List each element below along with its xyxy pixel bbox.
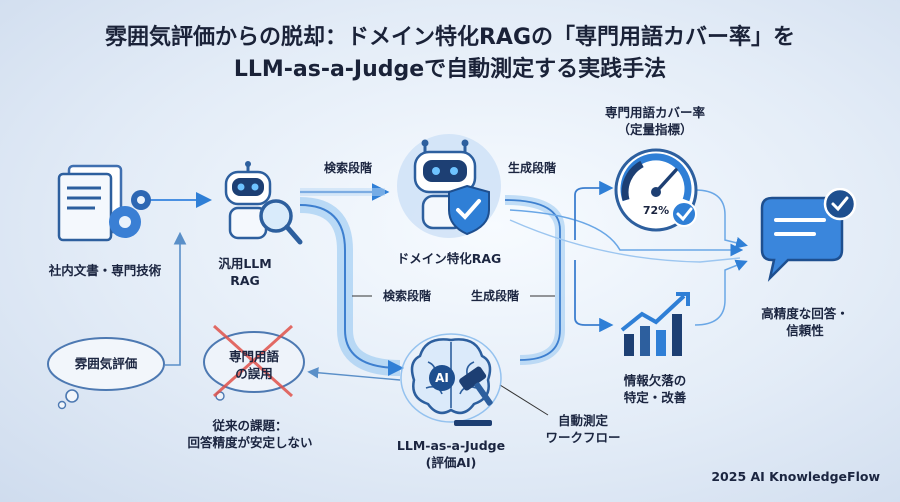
problem-label: 従来の課題： 回答精度が安定しない xyxy=(165,417,335,451)
auto-workflow-label: 自動測定 ワークフロー xyxy=(540,412,626,446)
generic-rag-label: 汎用LLM RAG xyxy=(205,255,285,289)
robot-search-icon xyxy=(212,160,307,250)
result-line-2: 信頼性 xyxy=(786,323,824,338)
gap-line-1: 情報欠落の xyxy=(623,373,687,388)
judge-line-1: LLM-as-a-Judge xyxy=(396,438,506,453)
page-title: 雰囲気評価からの脱却：ドメイン特化RAGの「専門用語カバー率」を LLM-as-… xyxy=(0,22,900,86)
misuse-bubble-icon xyxy=(198,322,310,404)
arrow-to-gap xyxy=(574,260,614,333)
misuse-line-1: 専門用語 xyxy=(228,349,279,364)
domain-rag-label: ドメイン特化RAG xyxy=(396,251,502,266)
title-line-2: LLM-as-a-Judgeで自動測定する実践手法 xyxy=(233,57,667,82)
edge-label-gen-mid: 生成段階 xyxy=(470,289,519,303)
judge-line-2: (評価AI) xyxy=(425,455,477,470)
gauge-icon xyxy=(612,146,702,232)
result-line-1: 高精度な回答・ xyxy=(761,306,849,321)
generic-rag-line-1: 汎用LLM xyxy=(218,256,272,271)
misuse-line-2: の誤用 xyxy=(235,366,273,381)
misuse-label: 専門用語 の誤用 xyxy=(214,348,294,382)
arrow-judge-to-misuse xyxy=(307,367,401,381)
arrow-to-gauge xyxy=(574,180,614,240)
problem-line-2: 回答精度が安定しない xyxy=(187,435,313,450)
auto-line-1: 自動測定 xyxy=(557,413,608,428)
vibe-label: 雰囲気評価 xyxy=(74,356,138,371)
thought-bubble-icon xyxy=(42,330,170,410)
footer-credit: 2025 AI KnowledgeFlow xyxy=(711,469,880,484)
docs-label: 社内文書・専門技術 xyxy=(48,263,162,278)
trend-chart-icon xyxy=(618,290,696,362)
coverage-line-1: 専門用語カバー率 xyxy=(604,105,705,120)
generic-rag-line-2: RAG xyxy=(230,273,260,288)
brain-gavel-icon xyxy=(398,322,504,432)
robot-shield-icon xyxy=(393,130,505,242)
gauge-value: 72% xyxy=(642,204,670,217)
ai-badge: AI xyxy=(435,371,449,385)
coverage-label: 専門用語カバー率 （定量指標） xyxy=(585,104,725,138)
arrow-generic-to-judge xyxy=(299,197,401,376)
edge-label-search-mid: 検索段階 xyxy=(382,289,431,303)
arrow-vibe-up xyxy=(165,231,187,366)
problem-line-1: 従来の課題： xyxy=(212,418,288,433)
gap-line-2: 特定・改善 xyxy=(623,390,687,405)
gap-label: 情報欠落の 特定・改善 xyxy=(600,372,710,406)
edge-label-search-top: 検索段階 xyxy=(323,161,372,175)
title-line-1: 雰囲気評価からの脱却：ドメイン特化RAGの「専門用語カバー率」を xyxy=(104,25,796,50)
document-icon xyxy=(55,160,155,255)
judge-label: LLM-as-a-Judge (評価AI) xyxy=(388,437,514,471)
chat-badge-icon xyxy=(752,187,860,288)
auto-line-2: ワークフロー xyxy=(545,430,621,445)
result-label: 高精度な回答・ 信頼性 xyxy=(750,305,860,339)
edge-label-gen-top: 生成段階 xyxy=(507,161,556,175)
coverage-line-2: （定量指標） xyxy=(617,122,693,137)
